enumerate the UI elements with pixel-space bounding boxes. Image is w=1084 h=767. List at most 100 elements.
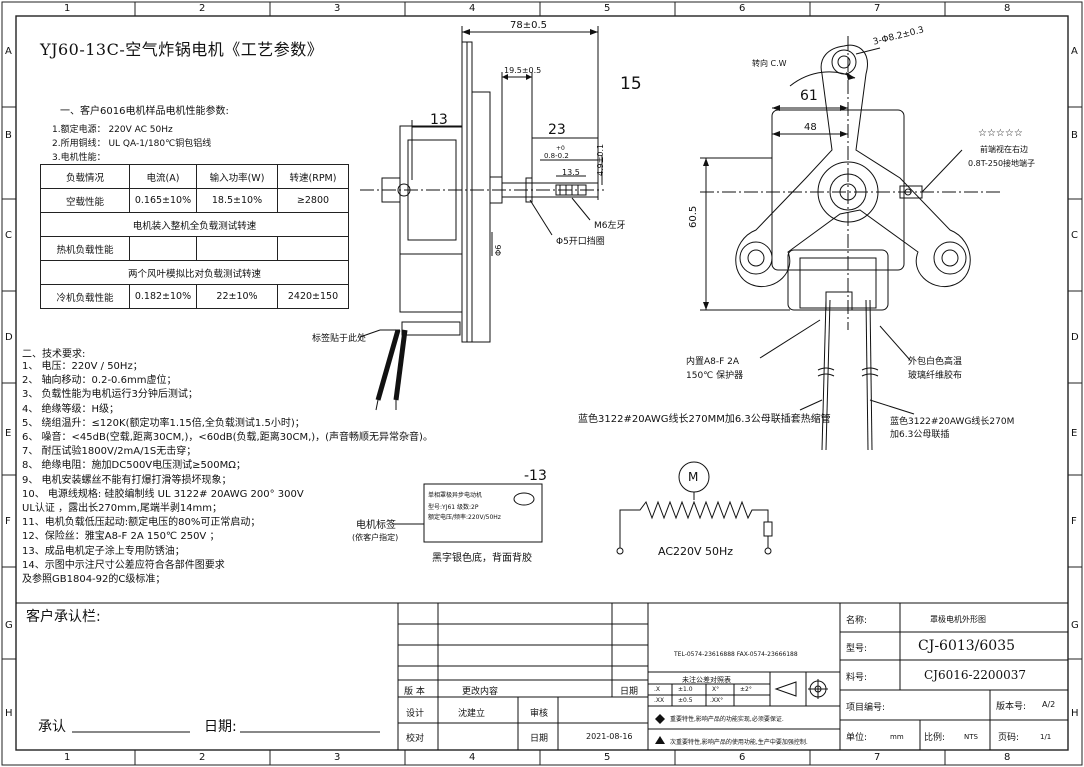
list-item: 6、 噪音：<45dB(空载,距离30CM,)，<60dB(负载,距离30CM,…: [22, 432, 433, 444]
page-value: 1/1: [1040, 733, 1052, 741]
grid-row-b-right: B: [1071, 130, 1078, 141]
sheet-marker-15: 15: [620, 74, 642, 94]
dim-13-5: 13.5: [562, 168, 580, 177]
tol-x-deg: X°: [712, 686, 720, 693]
page-label: 页码:: [998, 733, 1020, 743]
important-note-1: 重要特性,影响产品的功能实现,必须要保证.: [670, 716, 784, 723]
spec-performance: 3.电机性能：: [52, 153, 106, 163]
model-label: 型号:: [846, 644, 868, 654]
grid-col-1: 1: [64, 3, 71, 14]
cell: 空载性能: [40, 188, 130, 213]
sleeve-line-2: 玻璃纤维胶布: [908, 371, 963, 381]
grid-col-2: 2: [199, 3, 206, 14]
table-row: 冷机负载性能 0.182±10% 22±10% 2420±150: [40, 284, 349, 309]
grid-col-5: 5: [604, 3, 611, 14]
unit-value: mm: [890, 733, 904, 741]
list-item: 3、 负载性能为电机运行3分钟后测试；: [22, 389, 198, 401]
cell: 18.5±10%: [196, 188, 278, 213]
list-item: 11、电机负载低压起动:额定电压的80%可正常启动；: [22, 517, 261, 529]
dim-08-tol: +0: [556, 145, 565, 152]
grid-col-8-bottom: 8: [1004, 752, 1011, 763]
list-item: 2、 轴向移动：0.2-0.6mm虚位；: [22, 375, 177, 387]
part-label: 料号:: [846, 673, 868, 683]
wire-right-note-2: 加6.3公母联插: [890, 430, 950, 440]
dim-4-9: 4.9±0.1: [596, 143, 605, 176]
protector-line-1: 内置A8-F 2A: [686, 357, 740, 367]
cell: [129, 236, 197, 261]
thread-m6: M6左牙: [594, 221, 626, 231]
motor-label-heading: 电机标签: [356, 520, 396, 531]
drawing-title: YJ60-13C-空气炸锅电机《工艺参数》: [40, 40, 324, 59]
list-item: 9、 电机安装螺丝不能有打爆打滑等损坏现象；: [22, 474, 232, 486]
nameplate-line-3: 额定电压/频率:220V/50Hz: [428, 514, 501, 521]
table-row: 电机装入整机全负载测试转速: [40, 212, 349, 237]
label-suffix: -13: [524, 468, 547, 484]
table-row: 负载情况 电流(A) 输入功率(W) 转速(RPM): [40, 164, 349, 189]
grid-row-c: C: [5, 230, 12, 241]
grid-row-g-right: G: [1071, 620, 1079, 631]
spec-wire: 2.所用铜线： UL QA-1/180℃铜包铝线: [52, 139, 212, 149]
change-date-label: 日期: [620, 687, 639, 697]
proof-date-label: 日期: [530, 734, 549, 744]
wire-left-note: 蓝色3122#20AWG线长270MM加6.3公母联插套热缩管: [578, 414, 831, 425]
grid-row-a: A: [5, 46, 12, 57]
cell: 热机负载性能: [40, 236, 130, 261]
dim-13: 13: [430, 112, 448, 128]
header-power: 输入功率(W): [196, 164, 278, 189]
customer-spec-note: (依客户指定): [352, 533, 399, 542]
header-current: 电流(A): [129, 164, 197, 189]
name-value: 罩极电机外形图: [930, 615, 986, 624]
list-item: 及参照GB1804-92的C级标准；: [22, 574, 166, 586]
scale-label: 比例:: [924, 733, 946, 743]
grid-row-c-right: C: [1071, 230, 1078, 241]
grid-col-4-bottom: 4: [469, 752, 476, 763]
supply-voltage: AC220V 50Hz: [658, 545, 734, 558]
cell: 22±10%: [196, 284, 278, 309]
rotation-direction: 转向 C.W: [752, 59, 787, 68]
rev-value: A/2: [1042, 700, 1056, 709]
name-label: 名称:: [846, 616, 868, 626]
dim-60-5: 60.5: [688, 205, 699, 228]
version-label: 版 本: [404, 687, 425, 697]
grid-col-3: 3: [334, 3, 341, 14]
cell: 2420±150: [277, 284, 349, 309]
cell: [196, 236, 278, 261]
header-speed: 转速(RPM): [277, 164, 349, 189]
grid-row-f-right: F: [1071, 516, 1077, 527]
cell: 0.165±10%: [129, 188, 197, 213]
params-heading: 一、客户6016电机样品电机性能参数:: [60, 106, 229, 117]
designer-name: 沈建立: [458, 709, 486, 719]
stars-mark: ☆☆☆☆☆: [978, 128, 1023, 139]
span-row: 两个风叶模拟比对负载测试转速: [40, 260, 349, 285]
grid-row-e: E: [5, 428, 12, 439]
review-label: 审核: [530, 709, 549, 719]
rev-label: 版本号:: [996, 702, 1027, 712]
grid-col-7: 7: [874, 3, 881, 14]
grid-row-a-right: A: [1071, 46, 1078, 57]
nameplate-line-2: 型号:YJ61 级数:2P: [428, 504, 479, 511]
grid-col-6-bottom: 6: [739, 752, 746, 763]
grid-col-6: 6: [739, 3, 746, 14]
cell: 0.182±10%: [129, 284, 197, 309]
span-row: 电机装入整机全负载测试转速: [40, 212, 349, 237]
change-label: 更改内容: [462, 687, 499, 697]
cell: [277, 236, 349, 261]
model-value: CJ-6013/6035: [918, 638, 1016, 654]
dim-08: 0.8-0.2: [544, 152, 569, 160]
list-item: 4、 绝缘等级：H级；: [22, 403, 120, 415]
dim-78: 78±0.5: [510, 20, 548, 31]
tolerance-title: 未注公差对照表: [682, 676, 731, 684]
grid-row-h: H: [5, 708, 13, 719]
grid-row-d-right: D: [1071, 332, 1079, 343]
motor-symbol: M: [688, 470, 699, 484]
header-load: 负载情况: [40, 164, 130, 189]
table-row: 两个风叶模拟比对负载测试转速: [40, 260, 349, 285]
approve-label: 承认: [38, 719, 66, 735]
grid-col-1-bottom: 1: [64, 752, 71, 763]
protector-line-2: 150℃ 保护器: [686, 371, 744, 381]
grid-row-d: D: [5, 332, 13, 343]
company-contact: TEL-0574-23616888 FAX-0574-23666188: [674, 651, 798, 658]
label-position-note: 标签贴于此处: [312, 334, 367, 344]
list-item: UL认证 ，露出长270mm,尾端半剥14mm；: [22, 503, 223, 515]
